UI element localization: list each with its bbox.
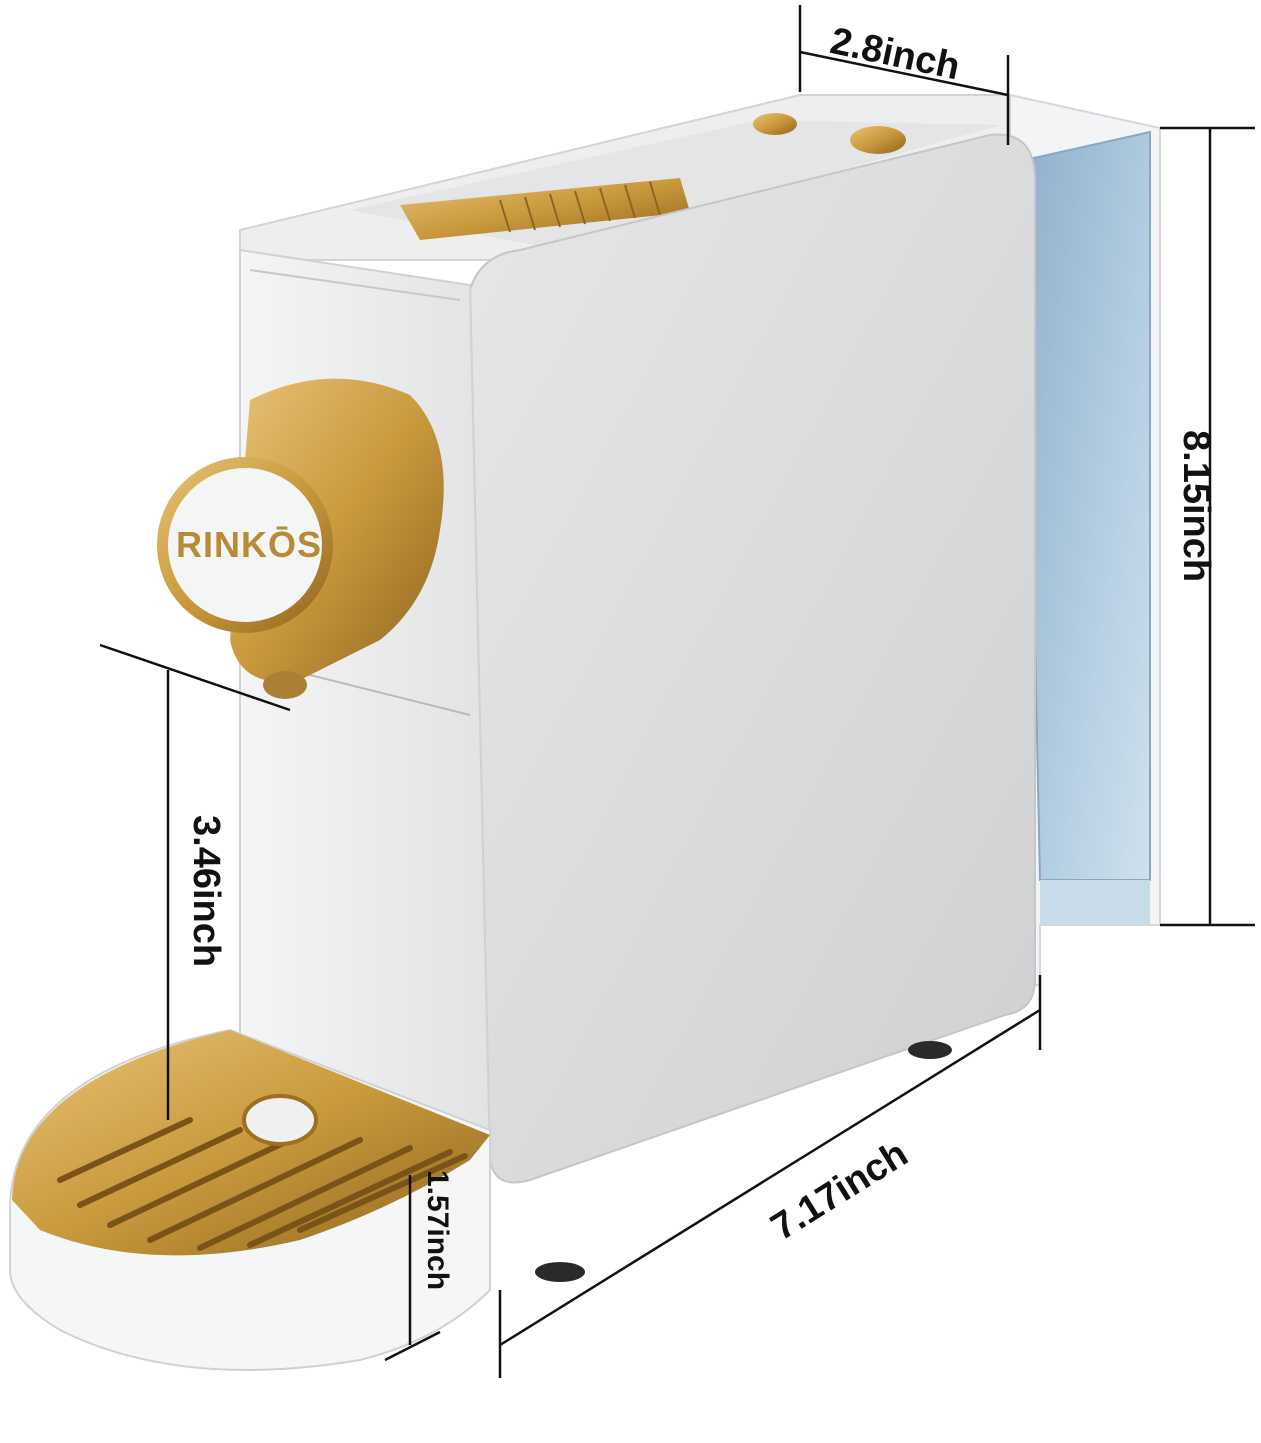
spout-head — [157, 378, 444, 699]
drip-tray — [9, 1028, 491, 1371]
foot-back — [908, 1041, 952, 1059]
brew-button-2 — [850, 126, 906, 154]
brew-button-1 — [753, 113, 797, 135]
foot-front — [535, 1262, 585, 1282]
tray-slots — [57, 1117, 468, 1251]
dimension-lines — [99, 5, 1255, 1378]
spout-nozzle — [263, 671, 307, 699]
brand-logo: RINKŌS — [176, 524, 323, 565]
grill-lines — [499, 181, 661, 233]
capsule-lid-grill — [400, 178, 690, 240]
tray-height-label: 1.57inch — [421, 1170, 454, 1291]
tray-center-hole — [242, 1094, 318, 1146]
spout-clearance-label: 3.46inch — [185, 815, 227, 968]
height-label: 8.15inch — [1175, 430, 1217, 583]
